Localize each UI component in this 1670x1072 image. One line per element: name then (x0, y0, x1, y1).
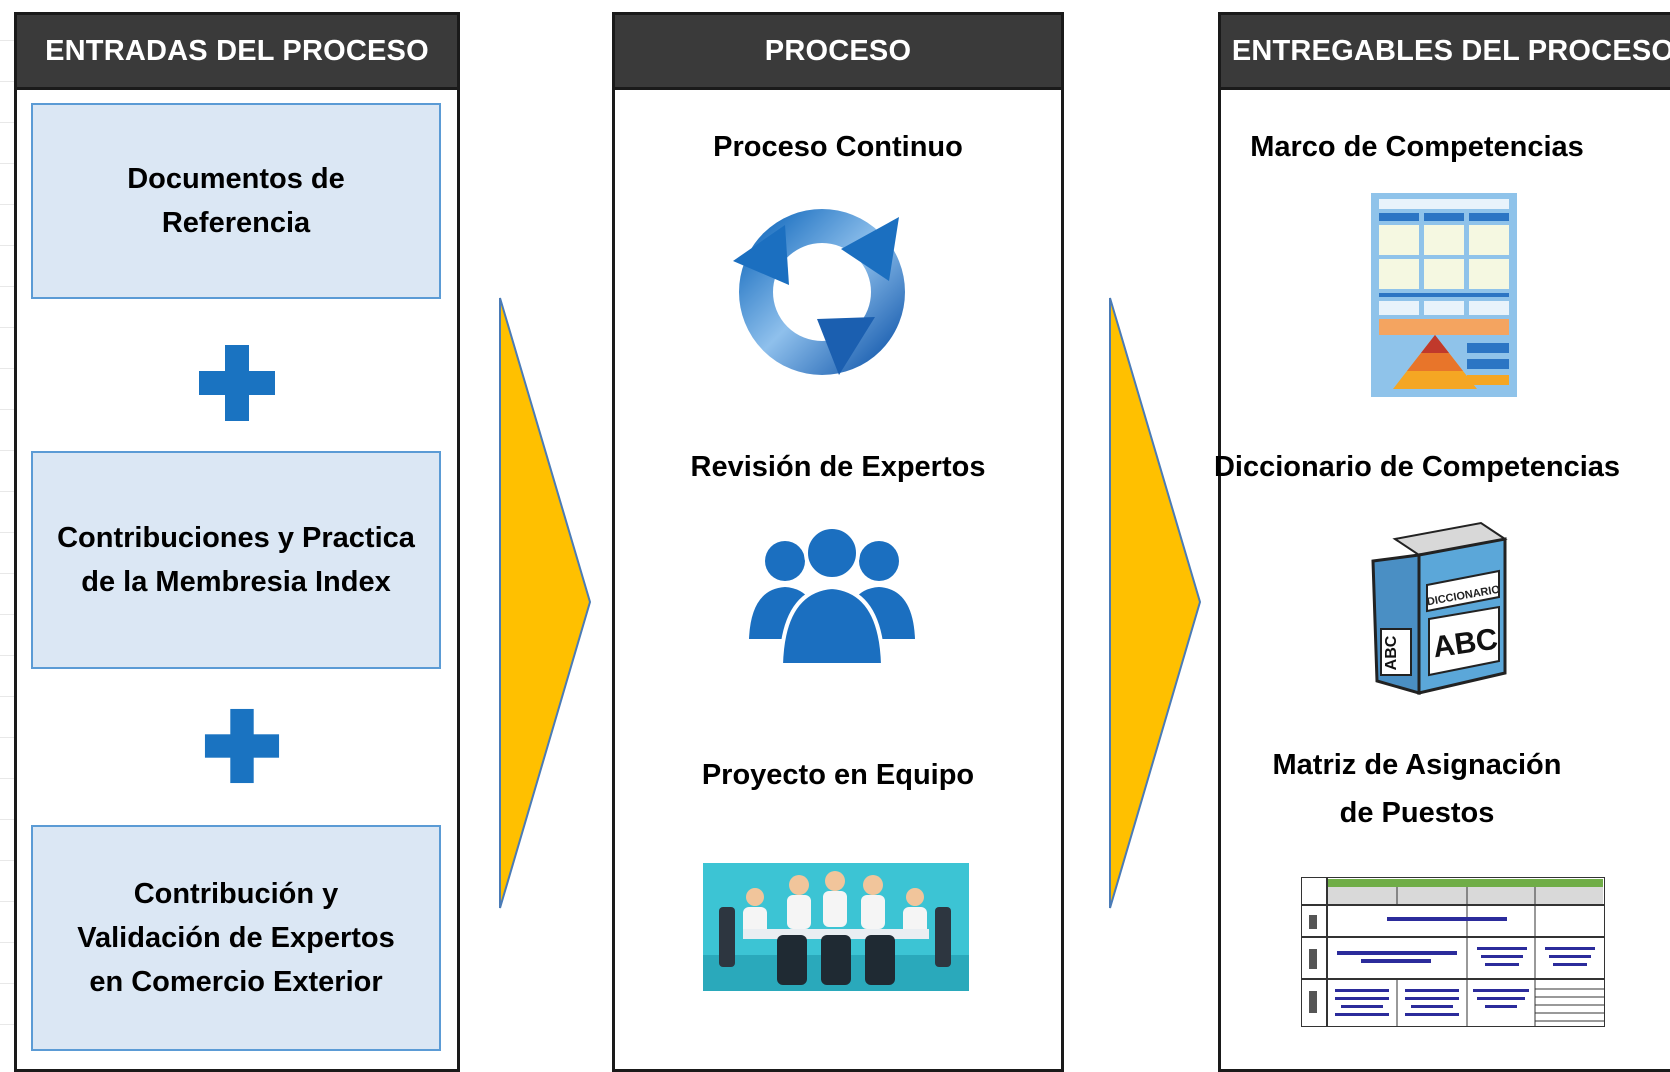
input-box-line: Contribuciones y Practica (57, 522, 415, 554)
team-project-title: Proyecto en Equipo (701, 759, 975, 791)
deliverables-panel: ENTREGABLES DEL PROCESO Marco de Compete… (1214, 12, 1670, 1072)
people-group-icon (749, 525, 915, 667)
framework-chart-icon (1371, 193, 1517, 397)
input-box-membership-contributions: Contribuciones y Practica de la Membresi… (31, 451, 441, 669)
competency-dictionary-title: Diccionario de Competencias (1213, 451, 1621, 483)
team-meeting-icon (703, 863, 969, 991)
input-box-line: Referencia (161, 207, 311, 239)
deliverables-panel-header: ENTREGABLES DEL PROCESO (1221, 15, 1670, 90)
plus-icon (204, 708, 280, 784)
spreadsheet-gridlines (0, 0, 14, 1057)
input-box-reference-documents: Documentos de Referencia (31, 103, 441, 299)
book-spine-text: ABC (1383, 635, 1400, 670)
inputs-panel-header: ENTRADAS DEL PROCESO (17, 15, 457, 90)
inputs-panel: ENTRADAS DEL PROCESO Documentos de Refer… (14, 12, 460, 1072)
assignment-matrix-title-line2: de Puestos (1339, 797, 1495, 829)
process-continuous-title: Proceso Continuo (713, 131, 963, 163)
plus-icon (199, 345, 275, 421)
assignment-matrix-title-line1: Matriz de Asignación (1272, 749, 1562, 781)
process-panel: PROCESO Proceso Continuo Revisión de Exp… (612, 12, 1064, 1072)
input-box-line: en Comercio Exterior (89, 966, 383, 998)
input-box-line: Validación de Expertos (77, 922, 395, 954)
flow-arrow-icon (1109, 297, 1202, 909)
assignment-matrix-icon (1301, 877, 1605, 1027)
cycle-arrows-icon (733, 209, 905, 375)
input-box-expert-validation: Contribución y Validación de Expertos en… (31, 825, 441, 1051)
input-box-line: Documentos de (127, 163, 345, 195)
competency-framework-title: Marco de Competencias (1250, 131, 1584, 163)
dictionary-book-icon: DICCIONARIO ABC ABC (1371, 521, 1508, 695)
flow-arrow-icon (499, 297, 592, 909)
expert-review-title: Revisión de Expertos (690, 451, 986, 483)
input-box-line: de la Membresia Index (81, 566, 391, 598)
process-panel-header: PROCESO (615, 15, 1061, 90)
input-box-line: Contribución y (133, 878, 339, 910)
